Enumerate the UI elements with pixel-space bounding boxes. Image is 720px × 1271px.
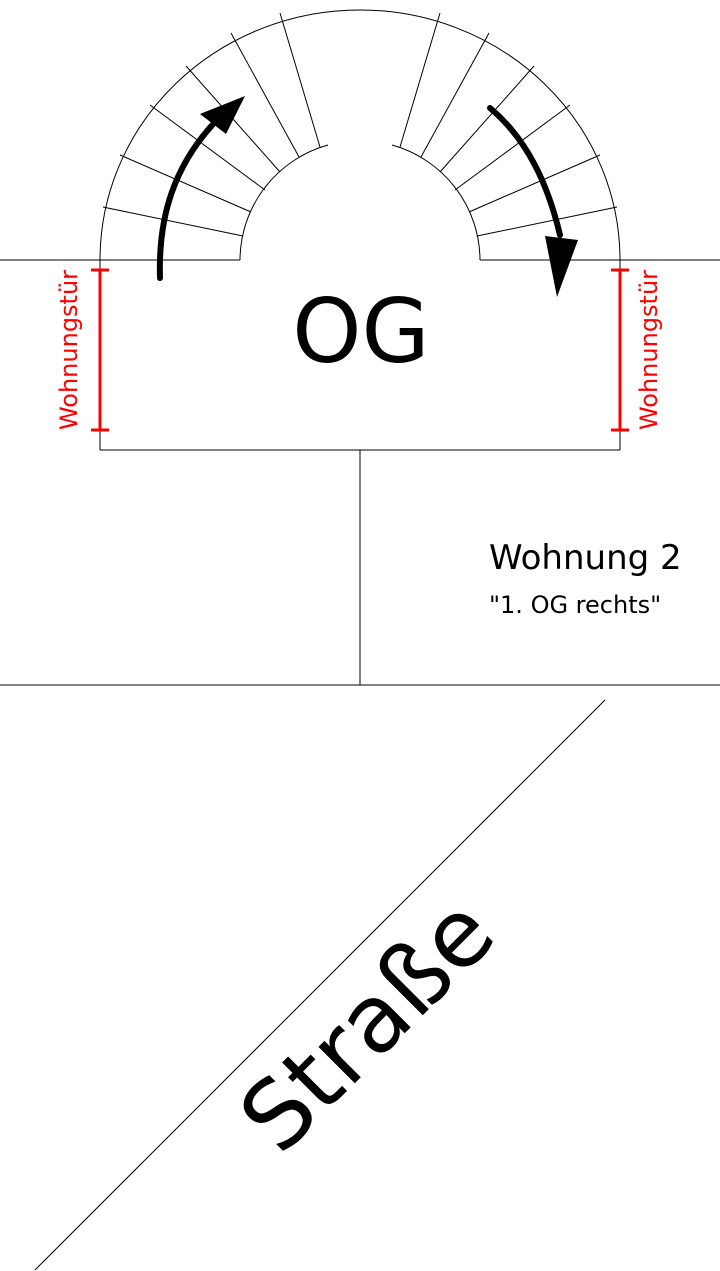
stair-tread — [420, 32, 490, 158]
stair-treads — [102, 12, 618, 237]
stair-tread — [454, 104, 571, 191]
stair-tread — [230, 32, 300, 158]
street-label: Straße — [220, 878, 516, 1174]
inner-arc-right — [391, 144, 481, 261]
arrow-down-icon — [487, 105, 578, 297]
floor-label: OG — [292, 280, 429, 383]
stair-tread — [468, 154, 601, 213]
stair-tread — [102, 206, 244, 237]
apartment-location: "1. OG rechts" — [489, 591, 661, 619]
apartment-walls — [0, 450, 720, 686]
arrow-up-icon — [156, 96, 245, 281]
inner-arc-left — [239, 144, 329, 261]
stair-tread — [149, 104, 266, 191]
door-right — [611, 268, 629, 432]
door-left — [91, 268, 109, 432]
stair-tread — [439, 65, 535, 173]
apartment-name: Wohnung 2 — [489, 538, 682, 578]
stair-tread — [279, 12, 321, 148]
outer-arc — [99, 9, 621, 261]
street-line — [34, 699, 606, 1271]
stair-tread — [119, 154, 252, 213]
door-label-left: Wohnungstür — [55, 270, 83, 430]
stair-tread — [399, 12, 441, 148]
stair-tread — [476, 206, 618, 237]
staircase-outline — [0, 9, 720, 451]
door-label-right: Wohnungstür — [635, 270, 663, 430]
